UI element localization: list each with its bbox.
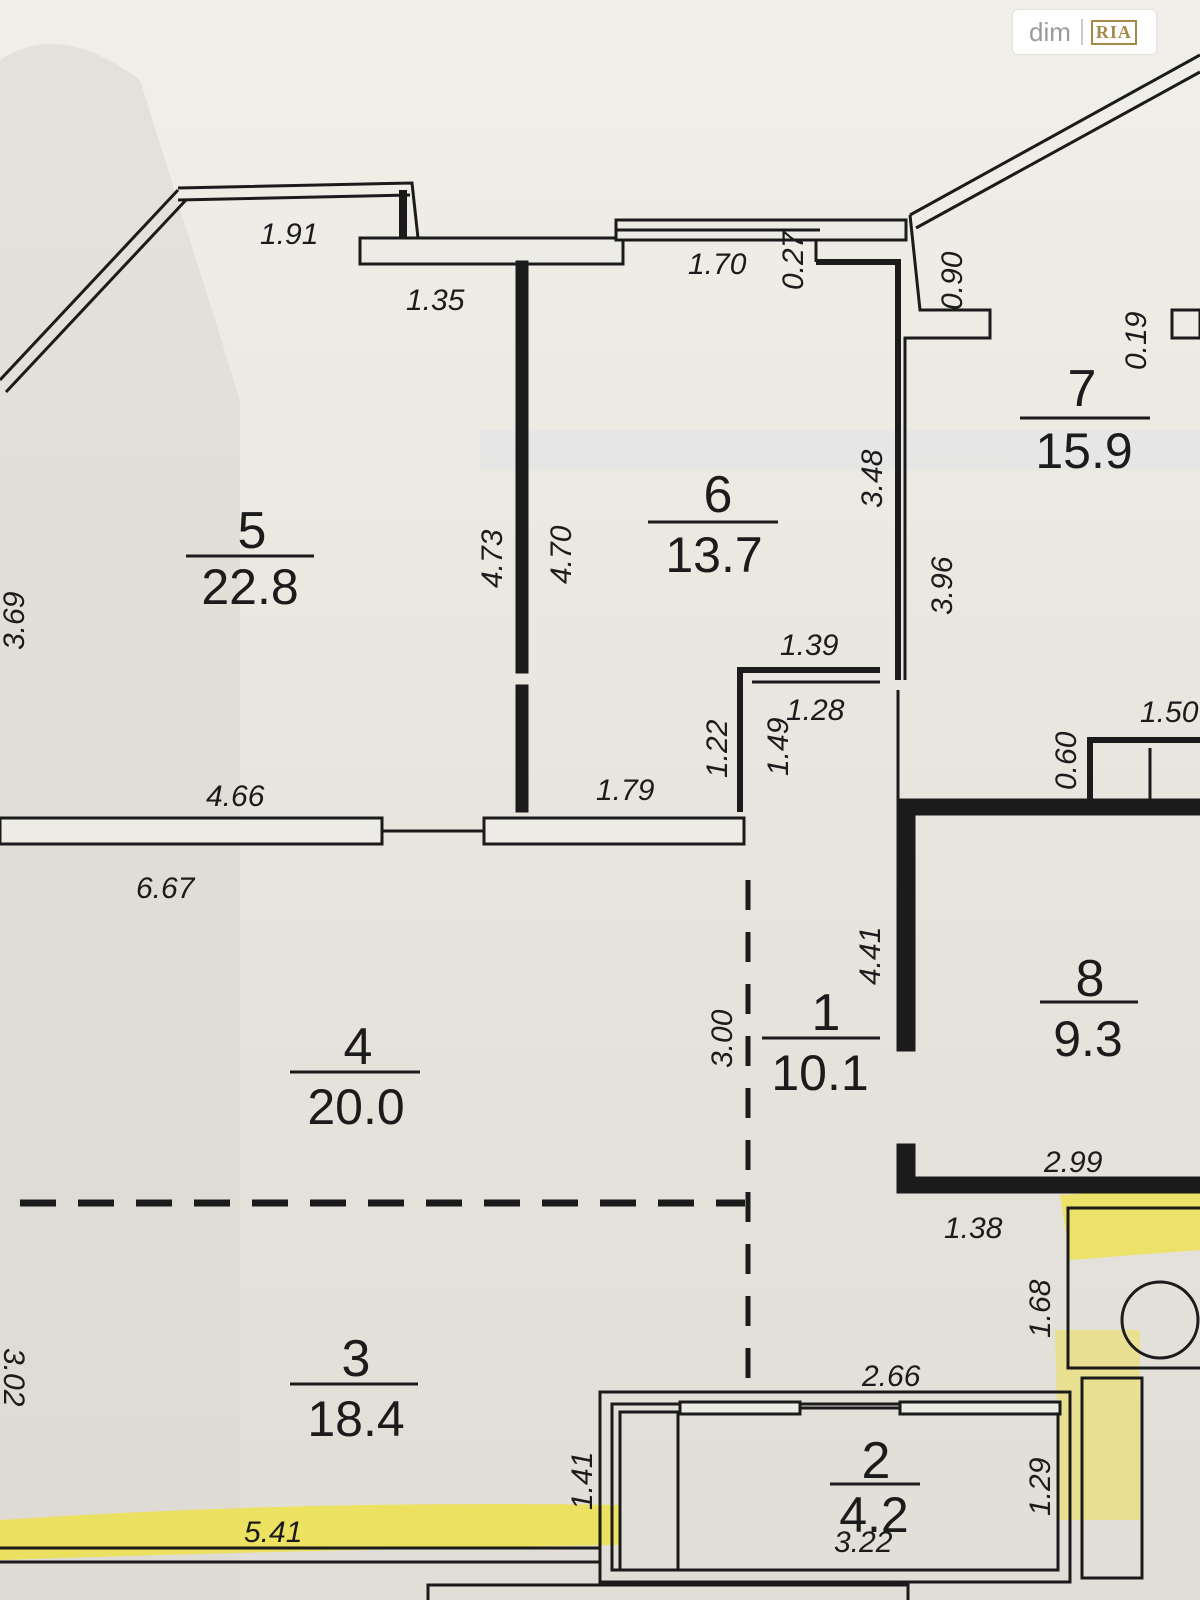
dim-label: 1.28 xyxy=(786,694,845,727)
svg-text:5: 5 xyxy=(238,502,267,560)
room-2: 2 4.2 xyxy=(830,1432,920,1543)
dim-label: 1.38 xyxy=(944,1212,1003,1245)
wall-8-top xyxy=(896,798,1200,816)
wall-5-6 xyxy=(515,260,529,674)
svg-text:7: 7 xyxy=(1068,360,1097,418)
watermark-badge: RIA xyxy=(1090,19,1137,45)
dim-label: 6.67 xyxy=(136,872,196,905)
dim-label: 2.99 xyxy=(1043,1146,1103,1179)
dim-label: 1.49 xyxy=(762,717,795,776)
wall-bath-top xyxy=(678,1400,802,1416)
dim-label: 0.90 xyxy=(936,251,969,310)
svg-text:20.0: 20.0 xyxy=(307,1079,404,1135)
svg-text:1: 1 xyxy=(812,984,841,1042)
wall-7-left xyxy=(903,214,992,680)
svg-text:6: 6 xyxy=(704,466,733,524)
svg-text:15.9: 15.9 xyxy=(1035,423,1132,479)
dim-label: 3.69 xyxy=(0,591,31,650)
wall-bath-2 xyxy=(598,1390,1072,1584)
dim-label: 3.96 xyxy=(926,556,959,615)
dim-label: 1.79 xyxy=(596,774,655,807)
dim-label: 2.66 xyxy=(861,1360,921,1393)
dim-label: 1.68 xyxy=(1024,1279,1057,1338)
shadow-band xyxy=(480,430,1200,470)
svg-text:8: 8 xyxy=(1076,950,1105,1008)
dim-label: 4.73 xyxy=(476,529,509,588)
wall-bath-top-right xyxy=(898,1400,1062,1416)
wall-1-8 xyxy=(896,798,916,1052)
dim-label: 1.39 xyxy=(780,629,839,662)
wall-bath-2-inner xyxy=(610,1402,1060,1572)
wall-5-4 xyxy=(0,816,384,846)
dim-label: 3.48 xyxy=(856,449,889,508)
dim-label: 0.60 xyxy=(1050,731,1083,790)
balcony-rail-diag-inner xyxy=(4,198,188,394)
dim-label: 1.41 xyxy=(566,1452,599,1510)
balcony-rail-left xyxy=(177,181,420,239)
svg-text:4: 4 xyxy=(344,1018,373,1076)
room-3: 3 18.4 xyxy=(290,1330,418,1447)
round-fixture xyxy=(1120,1280,1200,1360)
wall-niche xyxy=(737,667,880,812)
room-7: 7 15.9 xyxy=(1020,360,1150,479)
room-6: 6 13.7 xyxy=(648,466,778,583)
wall-7-right-stub xyxy=(1170,308,1200,340)
dim-label: 4.41 xyxy=(854,927,887,985)
wall-6-hall xyxy=(482,816,746,846)
closet-7 xyxy=(1087,737,1200,800)
dim-label: 5.41 xyxy=(244,1516,302,1549)
dim-label: 1.35 xyxy=(406,284,465,317)
wall-top-5 xyxy=(358,236,625,266)
dim-label: 0.19 xyxy=(1120,311,1153,370)
shaft-right xyxy=(1066,1206,1200,1370)
balcony-rail-right xyxy=(909,53,1200,217)
svg-text:2: 2 xyxy=(862,1432,891,1490)
wall-5-6-lower xyxy=(515,684,529,813)
dim-label: 4.66 xyxy=(206,780,265,813)
shaft-right-lower xyxy=(1080,1376,1144,1580)
room-1: 1 10.1 xyxy=(762,984,880,1101)
dim-label: 3.22 xyxy=(834,1526,893,1559)
dim-label: 3.02 xyxy=(0,1348,30,1407)
svg-text:22.8: 22.8 xyxy=(201,559,298,615)
dim-label: 1.29 xyxy=(1024,1457,1057,1516)
balcony-rail-diag xyxy=(0,188,180,382)
highlight-right xyxy=(1060,1185,1200,1260)
dim-label: 1.50 xyxy=(1140,696,1199,729)
room-4: 4 20.0 xyxy=(290,1018,420,1135)
dim-label: 1.70 xyxy=(688,248,747,281)
balcony-rail-left-inner xyxy=(177,193,411,202)
wall-6-right xyxy=(816,259,901,680)
dim-label: 3.00 xyxy=(706,1009,739,1068)
balcony-rail-right-inner xyxy=(915,70,1200,230)
dim-label: 1.22 xyxy=(701,719,734,778)
svg-text:13.7: 13.7 xyxy=(665,527,762,583)
dim-label: 4.70 xyxy=(545,525,578,584)
dim-label: 1.91 xyxy=(260,218,318,251)
dim-label: 0.27 xyxy=(777,230,810,290)
bath-cabinet xyxy=(618,1410,680,1572)
room-5: 5 22.8 xyxy=(186,502,314,615)
watermark-text: dim xyxy=(1029,16,1071,47)
svg-text:4.2: 4.2 xyxy=(839,1487,909,1543)
svg-text:18.4: 18.4 xyxy=(307,1391,404,1447)
wall-bottom-lower xyxy=(426,1583,910,1600)
watermark-separator xyxy=(1080,19,1083,45)
wall-8-bottom xyxy=(896,1176,1200,1194)
svg-text:10.1: 10.1 xyxy=(771,1045,868,1101)
svg-text:3: 3 xyxy=(342,1330,371,1388)
svg-text:9.3: 9.3 xyxy=(1053,1011,1123,1067)
room-8: 8 9.3 xyxy=(1040,950,1138,1067)
watermark-logo: dim RIA xyxy=(1013,10,1156,54)
highlight-bottom xyxy=(0,1504,620,1560)
